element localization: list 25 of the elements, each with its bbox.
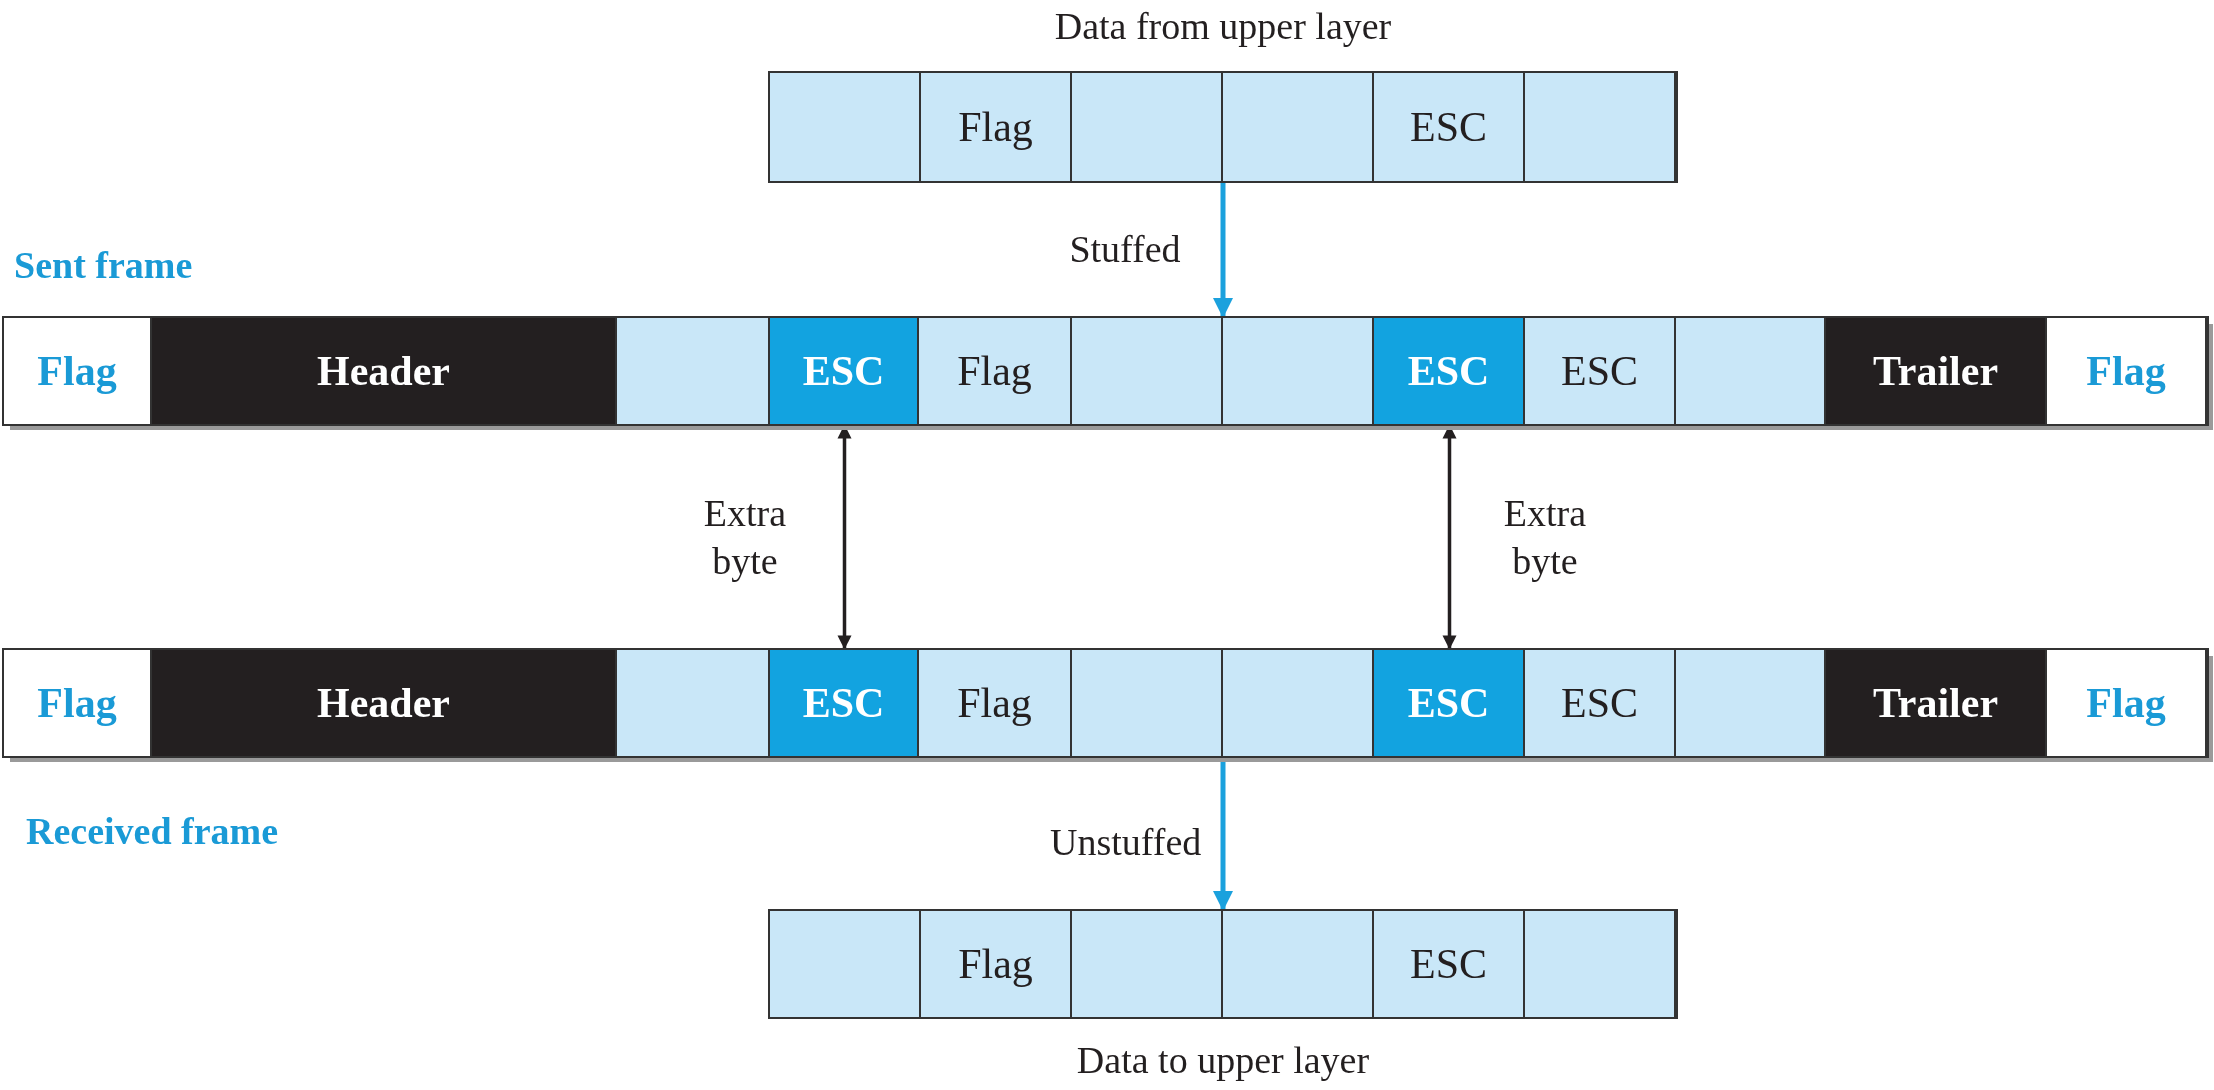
byte-cell: ESC [1525, 318, 1676, 424]
byte-cell: Flag [919, 650, 1072, 756]
block-heading: Data to upper layer [1076, 1041, 1370, 1079]
block-heading: Data from upper layer [1054, 7, 1392, 45]
escape-cell: ESC [770, 650, 919, 756]
escape-cell: ESC [1374, 318, 1525, 424]
escape-cell: ESC [1374, 650, 1525, 756]
trailer-cell: Trailer [1826, 650, 2047, 756]
frame-heading: Received frame [26, 812, 279, 850]
frame-heading: Sent frame [14, 246, 193, 284]
byte-cell [617, 318, 770, 424]
escape-cell: ESC [770, 318, 919, 424]
header-cell: Header [152, 318, 617, 424]
byte-cell [1072, 318, 1223, 424]
byte-cell [617, 650, 770, 756]
byte-cell [1072, 650, 1223, 756]
byte-cell: ESC [1525, 650, 1676, 756]
byte-cell [1223, 650, 1374, 756]
byte-cell [1676, 650, 1826, 756]
byte-cell [1676, 318, 1826, 424]
byte-cell [1223, 318, 1374, 424]
header-cell: Header [152, 650, 617, 756]
trailer-cell: Trailer [1826, 318, 2047, 424]
byte-cell: Flag [919, 318, 1072, 424]
arrow [1213, 183, 1233, 318]
